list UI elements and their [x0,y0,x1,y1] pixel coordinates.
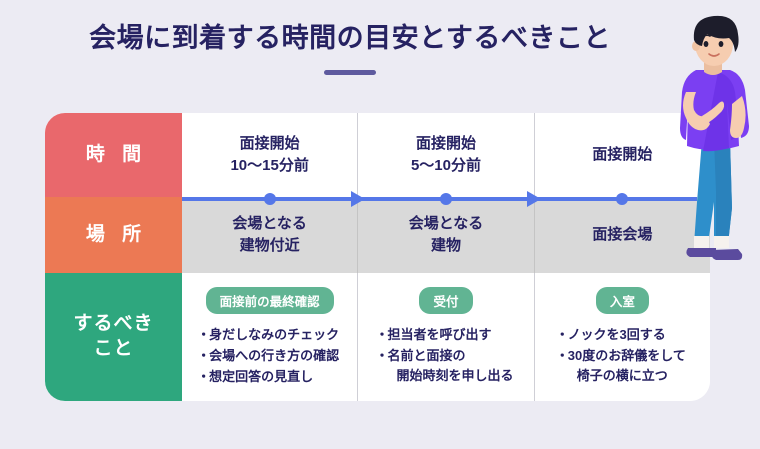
mouth [708,53,720,57]
todo-item-text: 想定回答の見直し [209,369,314,385]
todo-item-text: 30度のお辞儀をして [567,348,686,364]
time-cell-1: 面接開始 10〜15分前 [182,113,357,197]
time-cell-3-line1: 面接開始 [592,146,653,164]
todo-cells: 面接前の最終確認 身だしなみのチェック 会場への行き方の確認 想定回答の見直し … [182,273,710,401]
todo-item-text-cont: 開始時刻を申し出る [396,368,514,384]
arm-right [730,96,746,138]
time-cell-2-line2: 5〜10分前 [410,157,481,174]
page-title: 会場に到着する時間の目安とするべきこと [89,23,611,53]
place-cell-2-line1: 会場となる [408,215,484,233]
table-row-time: 時 間 面接開始 10〜15分前 面接開始 5〜10分前 面接開始 [45,113,710,197]
place-cell-1-line2: 建物付近 [239,237,300,254]
time-cell-1-line1: 面接開始 [239,135,300,153]
eyebrow-left [701,34,711,38]
list-item: 担当者を呼び出す [375,325,513,345]
todo-cell-1: 面接前の最終確認 身だしなみのチェック 会場への行き方の確認 想定回答の見直し [182,273,357,401]
place-cell-3: 面接会場 [533,197,710,273]
place-cell-3-line1: 面接会場 [592,226,653,244]
hand [702,101,725,124]
list-item: 名前と面接の 開始時刻を申し出る [375,346,514,386]
time-cell-2: 面接開始 5〜10分前 [357,113,533,197]
place-cell-2-line2: 建物 [430,237,461,254]
todo-badge-2: 受付 [419,287,473,314]
shoe-left [686,248,716,257]
place-cell-1-line1: 会場となる [232,215,307,233]
hair [693,15,739,52]
timeline-table-card: 時 間 面接開始 10〜15分前 面接開始 5〜10分前 面接開始 場 所 会場… [45,113,710,401]
row-label-todo-line2: こと [93,338,134,359]
row-label-todo: するべき こと [45,273,182,401]
todo-item-text: 名前と面接の [387,348,466,364]
table-row-todo: するべき こと 面接前の最終確認 身だしなみのチェック 会場への行き方の確認 想… [45,273,710,401]
todo-badge-3: 入室 [595,287,649,314]
pants-shadow [714,140,732,244]
eyebrow-right [716,34,726,38]
title-block: 会場に到着する時間の目安とするべきこと [0,22,700,76]
place-cell-2: 会場となる 建物 [357,197,533,273]
time-cell-3: 面接開始 [533,113,710,197]
list-item: ノックを3回する [556,325,686,345]
todo-badge-1: 面接前の最終確認 [205,287,334,314]
todo-item-text: 身だしなみのチェック [209,327,340,342]
todo-bullets-3: ノックを3回する 30度のお辞儀をして 椅子の横に立つ [556,325,686,387]
todo-cell-2: 受付 担当者を呼び出す 名前と面接の 開始時刻を申し出る [357,273,533,401]
row-label-todo-line1: するべき [73,313,154,335]
row-label-place: 場 所 [45,197,182,273]
todo-bullets-1: 身だしなみのチェック 会場への行き方の確認 想定回答の見直し [197,325,340,388]
title-underline-divider [324,70,376,76]
sock-right [714,236,729,248]
todo-item-text: 担当者を呼び出す [387,327,492,342]
time-cells: 面接開始 10〜15分前 面接開始 5〜10分前 面接開始 [182,113,710,197]
eye-right [718,41,724,47]
todo-item-text: ノックを3回する [567,327,666,342]
arm-left [683,92,710,131]
sock-left [694,236,709,248]
time-cell-2-line1: 面接開始 [415,135,476,153]
eye-left [703,41,709,47]
list-item: 30度のお辞儀をして 椅子の横に立つ [556,346,686,386]
table-row-place: 場 所 会場となる 建物付近 会場となる 建物 面接会場 [45,197,710,273]
list-item: 会場への行き方の確認 [197,346,340,366]
place-cells: 会場となる 建物付近 会場となる 建物 面接会場 [182,197,710,273]
character-illustration [680,15,749,260]
time-cell-1-line2: 10〜15分前 [230,157,309,174]
list-item: 身だしなみのチェック [197,325,340,345]
todo-bullets-2: 担当者を呼び出す 名前と面接の 開始時刻を申し出る [375,325,514,387]
shoe-right [711,249,743,260]
todo-item-text: 会場への行き方の確認 [209,348,340,364]
row-label-time: 時 間 [45,113,182,197]
todo-cell-3: 入室 ノックを3回する 30度のお辞儀をして 椅子の横に立つ [533,273,710,401]
list-item: 想定回答の見直し [197,367,339,387]
todo-item-text-cont: 椅子の横に立つ [576,368,668,384]
place-cell-1: 会場となる 建物付近 [182,197,357,273]
